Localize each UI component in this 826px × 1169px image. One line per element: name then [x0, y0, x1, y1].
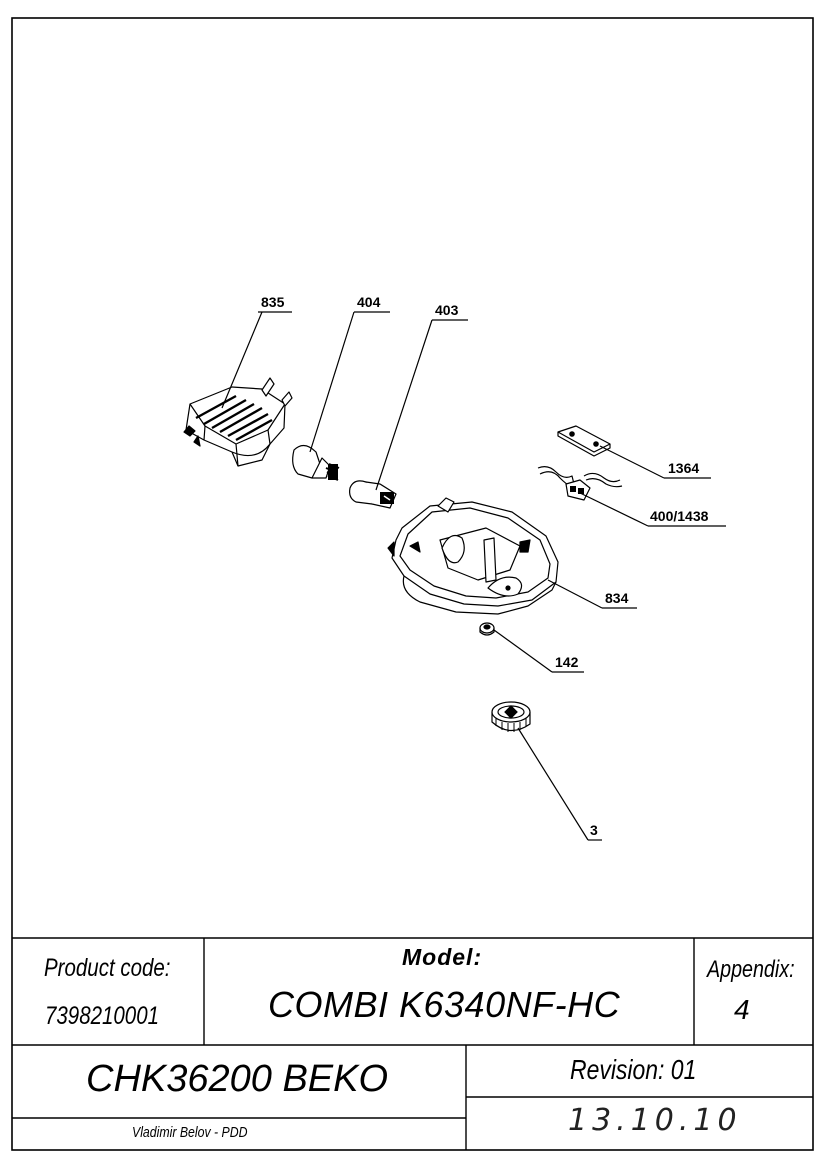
callout-835: 835 [261, 294, 285, 310]
appendix-label: Appendix: [707, 956, 795, 983]
callout-labels: 835 404 403 1364 400/1438 834 142 3 [261, 294, 709, 838]
callout-3: 3 [590, 822, 598, 838]
appendix-value: 4 [734, 994, 750, 1025]
light-bulb-icon [292, 444, 340, 481]
callout-142: 142 [555, 654, 579, 670]
plate-icon [557, 425, 611, 457]
title-block-grid [12, 937, 813, 1150]
callout-403: 403 [435, 302, 459, 318]
model-value: COMBI K6340NF-HC [268, 984, 621, 1025]
sheet-border [11, 17, 814, 1151]
model-label: Model: [402, 944, 483, 970]
product-code-label: Product code: [44, 954, 171, 982]
leader-lines [221, 311, 726, 841]
callout-834: 834 [605, 590, 629, 606]
thermostat-knob-icon [491, 701, 531, 732]
lamp-cover-icon [183, 377, 293, 467]
callout-1364: 1364 [668, 460, 699, 476]
wire-connector-icon [537, 466, 623, 501]
product-code-value: 7398210001 [45, 1002, 160, 1030]
author: Vladimir Belov - PDD [132, 1124, 248, 1141]
product-name: CHK36200 BEKO [86, 1058, 389, 1100]
lamp-socket-icon [349, 480, 397, 509]
lamp-housing-icon [387, 497, 559, 615]
callout-400-1438: 400/1438 [650, 508, 709, 524]
nut-icon [479, 622, 495, 636]
revision-date: 13.10.10 [568, 1103, 742, 1138]
revision-label: Revision: 01 [570, 1054, 697, 1085]
callout-404: 404 [357, 294, 381, 310]
